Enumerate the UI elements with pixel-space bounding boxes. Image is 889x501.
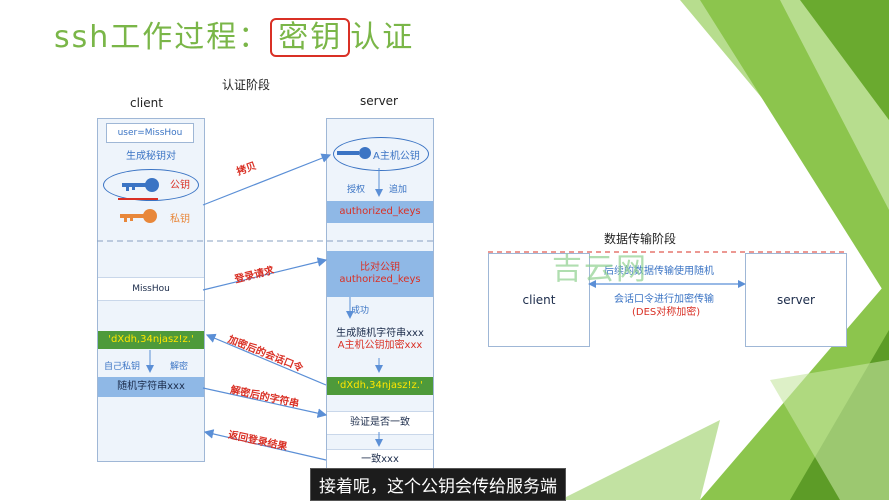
title-suffix: 认证 — [350, 20, 415, 55]
server-authorize: 授权 — [347, 185, 366, 195]
client-misshou: MissHou — [98, 277, 204, 301]
stage-divider — [97, 240, 433, 242]
server-compare-box: 比对公钥 authorized_keys — [327, 251, 433, 297]
data-client-box: client — [488, 253, 590, 347]
server-verify: 验证是否一致 — [327, 411, 433, 435]
server-encrypted-token-text: 'dXdh,34njasz!z.' — [337, 380, 423, 391]
client-private-key-label: 私钥 — [170, 214, 190, 225]
auth-stage-heading: 认证阶段 — [222, 78, 271, 92]
server-gen-random-box: 生成随机字符串xxx A主机公钥加密xxx — [327, 323, 433, 357]
decor-triangle-7 — [560, 420, 720, 500]
auth-server-label: server — [360, 94, 398, 108]
arrow-decrypted — [202, 387, 328, 418]
public-key-underline — [118, 198, 158, 200]
server-success: 成功 — [351, 306, 370, 316]
title-boxed: 密钥 — [270, 18, 351, 57]
arrow-copy — [202, 153, 332, 206]
data-bidirectional-arrow — [588, 280, 746, 288]
client-encrypted-token: 'dXdh,34njasz!z.' — [98, 331, 204, 349]
server-gen-random-line2: A主机公钥加密xxx — [337, 340, 423, 351]
client-random-str: 随机字符串xxx — [98, 377, 204, 397]
server-host-pubkey: A主机公钥 — [373, 151, 420, 162]
server-encrypted-token: 'dXdh,34njasz!z.' — [327, 377, 433, 395]
server-key-icon — [337, 147, 371, 159]
data-line3: (DES对称加密) — [632, 307, 701, 318]
data-stage-heading: 数据传输阶段 — [604, 232, 677, 246]
server-append: 追加 — [389, 185, 408, 195]
decor-triangle-2 — [700, 0, 889, 300]
video-caption: 接着呢，这个公钥会传给服务端 — [310, 468, 566, 501]
server-compare-line1: 比对公钥 — [360, 262, 400, 273]
client-public-key-label: 公钥 — [170, 180, 190, 191]
private-key-icon — [120, 209, 157, 223]
client-decrypt: 解密 — [170, 362, 189, 372]
client-encrypted-token-text: 'dXdh,34njasz!z.' — [108, 334, 194, 345]
arrow-login — [202, 257, 328, 291]
server-compare-line2: authorized_keys — [339, 274, 421, 285]
page-title: ssh工作过程：密钥认证 — [54, 12, 415, 57]
decor-triangle-6 — [770, 360, 889, 500]
data-line1: 后续的数据传输使用随机 — [604, 266, 714, 277]
server-authorized-keys: authorized_keys — [327, 201, 433, 223]
public-key-ellipse — [103, 169, 199, 201]
decor-triangle-3 — [800, 0, 889, 120]
title-prefix: ssh工作过程： — [54, 20, 271, 55]
data-server-box: server — [745, 253, 847, 347]
server-column: A主机公钥 授权 追加 authorized_keys 比对公钥 authori… — [326, 118, 434, 471]
client-own-private: 自己私钥 — [104, 362, 141, 372]
server-pubkey-ellipse — [333, 137, 429, 171]
arrow-encrypted — [205, 333, 327, 386]
server-gen-random-line1: 生成随机字符串xxx — [336, 328, 424, 339]
public-key-icon — [122, 178, 159, 192]
auth-client-label: client — [130, 96, 163, 110]
watermark: 吉云网 — [552, 252, 648, 287]
client-user-box: user=MissHou — [106, 123, 194, 143]
client-column: user=MissHou 生成秘钥对 公钥 私钥 MissHou 'dXdh,3… — [97, 118, 205, 462]
arrow-return — [203, 429, 327, 461]
client-gen-pair: 生成秘钥对 — [126, 151, 176, 162]
data-line2: 会话口令进行加密传输 — [614, 294, 714, 305]
